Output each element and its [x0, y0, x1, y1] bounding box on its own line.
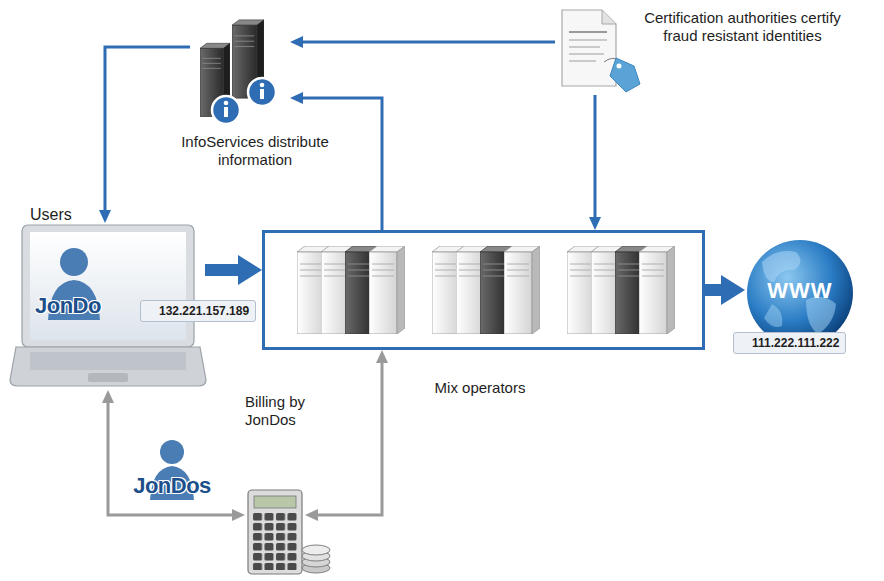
connector-arrow [108, 403, 232, 515]
laptop-illustration [60, 248, 88, 276]
infoservice-servers [260, 83, 265, 88]
globe-illustration [762, 251, 801, 282]
infoservice-servers [212, 96, 240, 124]
laptop-illustration [30, 352, 186, 370]
laptop-illustration [10, 347, 206, 386]
infoservice-node: InfoServices distribute information [190, 15, 290, 130]
calculator-icon [248, 490, 330, 574]
mix-servers [369, 246, 405, 334]
infoservice-servers [224, 101, 229, 106]
globe-illustration [764, 304, 782, 327]
certificate-icon [569, 53, 604, 55]
jondos-logo-figure [160, 440, 184, 464]
mix-cascade-box: Mix operators [262, 230, 705, 350]
certificate-icon [569, 60, 596, 62]
mix-servers [639, 246, 675, 334]
laptop-illustration [88, 373, 128, 382]
connector-arrow [105, 47, 190, 210]
node-label: Mix operators [415, 379, 545, 397]
mix-servers [504, 246, 540, 334]
certification-authority-node: Certification authorities certify fraud … [555, 5, 635, 95]
laptop-illustration [30, 232, 186, 340]
connector-arrow [705, 284, 721, 296]
user-laptop-node: UsersJonDo132.221.157.189 [10, 205, 205, 390]
calculator-icon [302, 545, 330, 555]
node-label: InfoServices distribute information [165, 133, 345, 169]
billing-node: Billing by JonDosJonDos [245, 488, 305, 576]
mix-servers [297, 246, 675, 334]
certificate-icon [562, 10, 640, 92]
ip-address: 111.222.111.222 [733, 332, 846, 354]
certificate-icon [610, 58, 640, 92]
certificate-icon [569, 31, 607, 33]
logo-text: JonDos [125, 473, 219, 499]
certificate-icon [569, 39, 607, 41]
calculator-icon [254, 496, 296, 508]
calculator-icon [248, 490, 302, 574]
infoservice-servers [248, 78, 276, 106]
infoservice-servers [224, 107, 228, 117]
node-label: Certification authorities certify fraud … [640, 9, 845, 45]
connector-arrow [303, 41, 555, 44]
web-globe-node: WWW111.222.111.222 [745, 240, 855, 350]
connector-arrow [594, 95, 597, 217]
certificate-icon [569, 46, 600, 48]
certificate-icon [617, 64, 622, 69]
laptop-illustration [22, 225, 194, 347]
globe-text: WWW [745, 278, 855, 304]
infoservice-servers [260, 89, 264, 99]
node-label: Billing by JonDos [245, 393, 340, 429]
infoservice-servers [200, 20, 276, 124]
calculator-icon [252, 512, 298, 570]
logo-text: JonDo [35, 293, 101, 319]
connector-arrow [205, 264, 238, 276]
ip-address: 132.221.157.189 [140, 300, 256, 322]
connector-arrow [318, 363, 382, 515]
certificate-icon [562, 10, 616, 86]
connector-arrow [303, 98, 382, 230]
certificate-icon [602, 10, 616, 24]
node-label: Users [30, 205, 72, 224]
